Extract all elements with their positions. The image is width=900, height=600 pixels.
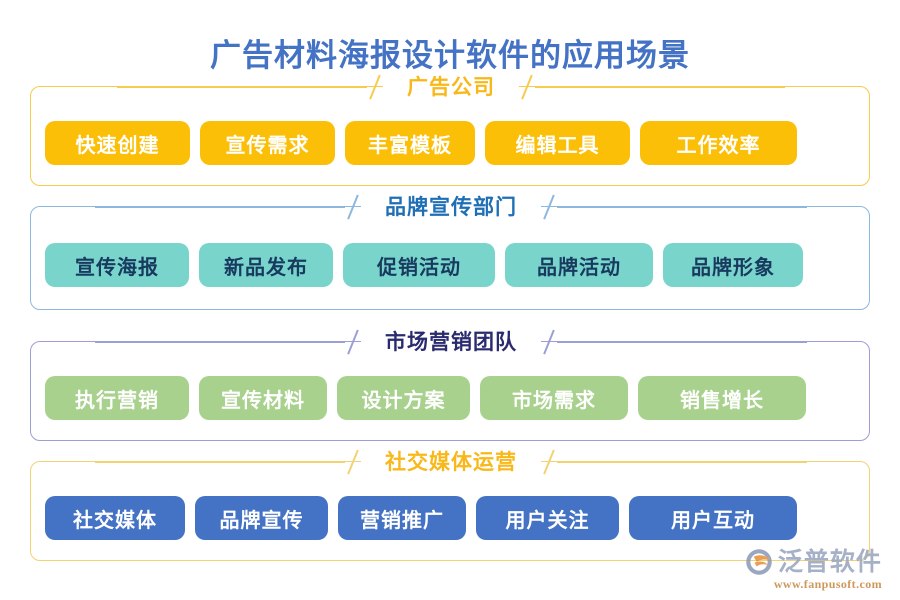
brand-name: 泛普软件 bbox=[777, 548, 882, 576]
slash-left-icon bbox=[345, 449, 361, 475]
section-header: 广告公司 bbox=[31, 74, 871, 100]
slash-left-icon bbox=[367, 74, 383, 100]
section-title: 市场营销团队 bbox=[361, 329, 541, 355]
brand-watermark: 泛普软件 www.fanpusoft.com bbox=[744, 547, 882, 592]
section-title: 广告公司 bbox=[383, 74, 519, 100]
header-rule-right bbox=[557, 206, 807, 208]
tag-item[interactable]: 用户关注 bbox=[476, 496, 619, 540]
header-rule-right bbox=[557, 461, 807, 463]
header-rule-right bbox=[557, 341, 807, 343]
section-items: 宣传海报 新品发布 促销活动 品牌活动 品牌形象 bbox=[31, 221, 869, 309]
section-title: 社交媒体运营 bbox=[361, 449, 541, 475]
tag-item[interactable]: 销售增长 bbox=[638, 376, 806, 420]
slash-right-icon bbox=[541, 329, 557, 355]
tag-item[interactable]: 编辑工具 bbox=[485, 121, 630, 165]
section-marketing-team: 市场营销团队 执行营销 宣传材料 设计方案 市场需求 销售增长 bbox=[30, 329, 870, 441]
header-rule-left bbox=[117, 86, 367, 88]
tag-item[interactable]: 设计方案 bbox=[337, 376, 470, 420]
section-header: 品牌宣传部门 bbox=[31, 194, 871, 220]
section-header: 社交媒体运营 bbox=[31, 449, 871, 475]
section-items: 快速创建 宣传需求 丰富模板 编辑工具 工作效率 bbox=[31, 101, 869, 185]
tag-item[interactable]: 新品发布 bbox=[199, 243, 333, 287]
header-rule-left bbox=[95, 461, 345, 463]
tag-item[interactable]: 市场需求 bbox=[480, 376, 628, 420]
section-items: 执行营销 宣传材料 设计方案 市场需求 销售增长 bbox=[31, 356, 869, 440]
tag-item[interactable]: 快速创建 bbox=[45, 121, 190, 165]
section-title: 品牌宣传部门 bbox=[361, 194, 541, 220]
tag-item[interactable]: 社交媒体 bbox=[45, 496, 185, 540]
header-rule-left bbox=[95, 341, 345, 343]
slash-left-icon bbox=[345, 329, 361, 355]
tag-item[interactable]: 用户互动 bbox=[629, 496, 797, 540]
tag-item[interactable]: 营销推广 bbox=[338, 496, 466, 540]
slash-right-icon bbox=[541, 449, 557, 475]
header-rule-left bbox=[95, 206, 345, 208]
tag-item[interactable]: 宣传需求 bbox=[200, 121, 335, 165]
brand-logo-row: 泛普软件 bbox=[744, 547, 882, 577]
section-items: 社交媒体 品牌宣传 营销推广 用户关注 用户互动 bbox=[31, 476, 869, 560]
section-social-media-operations: 社交媒体运营 社交媒体 品牌宣传 营销推广 用户关注 用户互动 bbox=[30, 449, 870, 561]
slash-right-icon bbox=[519, 74, 535, 100]
tag-item[interactable]: 品牌形象 bbox=[663, 243, 803, 287]
tag-item[interactable]: 促销活动 bbox=[343, 243, 495, 287]
section-brand-promotion-department: 品牌宣传部门 宣传海报 新品发布 促销活动 品牌活动 品牌形象 bbox=[30, 194, 870, 310]
section-advertising-company: 广告公司 快速创建 宣传需求 丰富模板 编辑工具 工作效率 bbox=[30, 74, 870, 186]
section-header: 市场营销团队 bbox=[31, 329, 871, 355]
slash-right-icon bbox=[541, 194, 557, 220]
tag-item[interactable]: 宣传材料 bbox=[199, 376, 327, 420]
tag-item[interactable]: 丰富模板 bbox=[345, 121, 475, 165]
header-rule-right bbox=[535, 86, 785, 88]
fanpu-swoosh-icon bbox=[746, 549, 772, 575]
page-title: 广告材料海报设计软件的应用场景 bbox=[210, 38, 690, 73]
tag-item[interactable]: 品牌宣传 bbox=[195, 496, 328, 540]
tag-item[interactable]: 工作效率 bbox=[640, 121, 797, 165]
tag-item[interactable]: 执行营销 bbox=[45, 376, 189, 420]
brand-url: www.fanpusoft.com bbox=[773, 577, 882, 591]
tag-item[interactable]: 品牌活动 bbox=[505, 243, 653, 287]
tag-item[interactable]: 宣传海报 bbox=[45, 243, 189, 287]
slash-left-icon bbox=[345, 194, 361, 220]
